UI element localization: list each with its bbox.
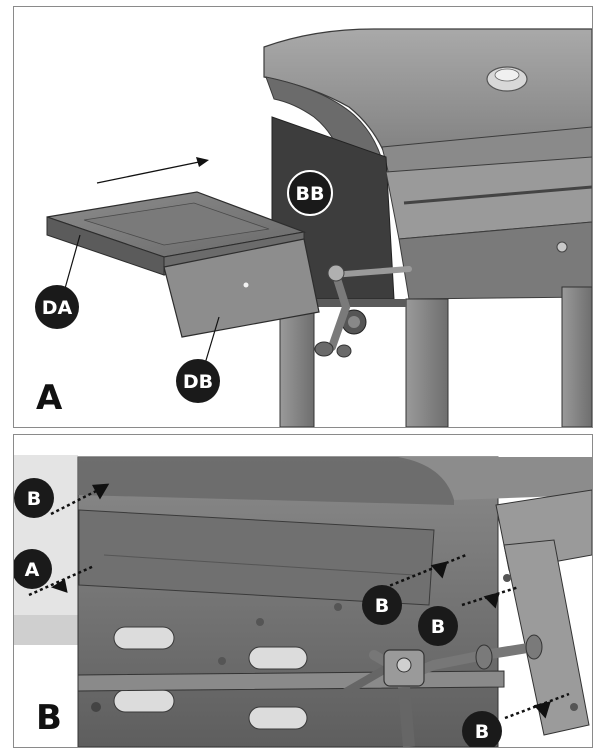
gas-valve — [340, 634, 543, 747]
callout-da: DA — [35, 285, 79, 329]
panel-a-illustration: BB DA DB — [35, 28, 592, 427]
panel-b: B A B B B B — [13, 434, 593, 748]
screw-arrow-icon — [28, 483, 570, 720]
callout-b-top-left-label: B — [27, 488, 41, 510]
leader-line-db — [203, 316, 220, 368]
callout-b-right-label: B — [431, 616, 445, 638]
panel-a-letter: A — [36, 378, 63, 418]
arrow-direction-icon — [96, 157, 209, 184]
leader-line-da — [63, 234, 81, 293]
callout-bb: BB — [287, 170, 333, 216]
callout-b-center: B — [362, 585, 402, 625]
shelf-front-panel — [163, 238, 320, 338]
panel-b-illustration: B A B B B — [14, 455, 592, 747]
callout-b-center-label: B — [375, 595, 389, 617]
callout-b-top-left: B — [14, 478, 54, 518]
callout-bb-label: BB — [296, 183, 325, 205]
callout-da-label: DA — [42, 297, 73, 319]
panel-a: BB DA DB A — [13, 6, 593, 428]
callout-b-right: B — [418, 606, 458, 646]
callout-a: A — [14, 549, 52, 589]
callout-a-label: A — [25, 559, 40, 581]
panel-b-letter: B — [36, 698, 62, 738]
callout-db: DB — [176, 359, 220, 403]
grill-frame — [77, 456, 592, 747]
gas-valve — [314, 264, 412, 358]
callout-db-label: DB — [183, 371, 213, 393]
callout-b-bottom-label: B — [475, 721, 489, 743]
callout-b-bottom: B — [462, 711, 502, 747]
